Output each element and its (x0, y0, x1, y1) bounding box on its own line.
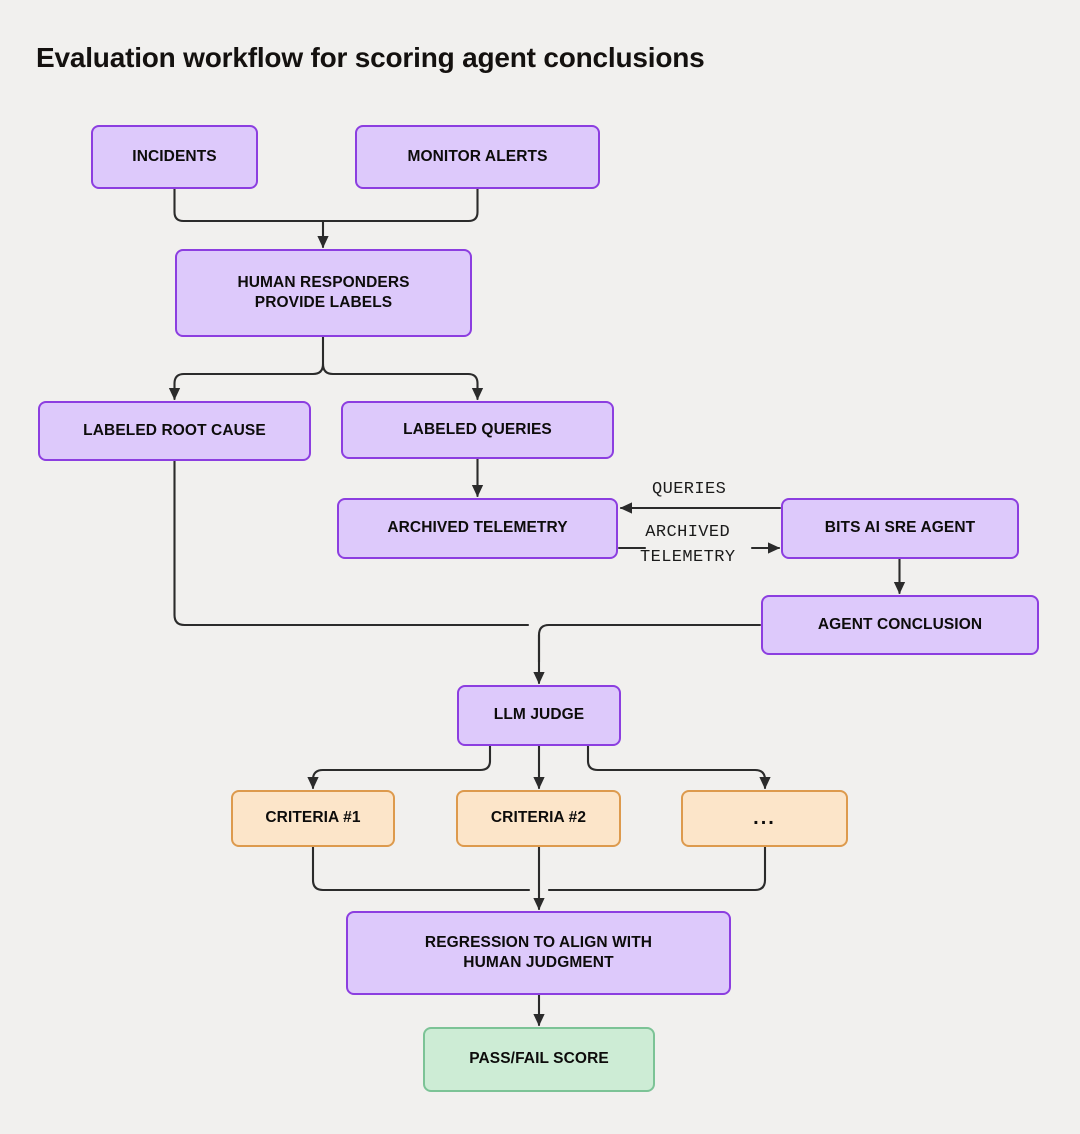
node-criteria-more[interactable]: ... (681, 790, 848, 847)
edge-incidents-to-human-responders (173, 187, 325, 223)
node-label: LLM JUDGE (493, 706, 585, 724)
edge-human-responders-to-labeled-root-cause (168, 362, 325, 401)
edge-agent-conclusion-to-judge (537, 623, 762, 664)
edge-llm-judge-to-criteria-1 (307, 744, 492, 790)
node-label: CRITERIA #2 (490, 809, 587, 827)
node-bits-ai-sre-agent[interactable]: BITS AI SRE AGENT (781, 498, 1019, 559)
node-llm-judge[interactable]: LLM JUDGE (457, 685, 621, 746)
node-archived-telemetry[interactable]: ARCHIVED TELEMETRY (337, 498, 618, 559)
edge-criteria-more-to-regression (547, 845, 767, 892)
edge-monitor-alerts-to-human-responders (321, 187, 479, 223)
node-criteria-1[interactable]: CRITERIA #1 (231, 790, 395, 847)
edge-labeled-root-cause-to-judge (173, 459, 530, 627)
node-label: MONITOR ALERTS (407, 147, 548, 165)
edge-llm-judge-to-criteria-more (586, 744, 771, 790)
node-monitor-alerts[interactable]: MONITOR ALERTS (355, 125, 600, 189)
edge-human-responders-to-labeled-queries (321, 362, 484, 401)
node-label: AGENT CONCLUSION (817, 615, 983, 633)
node-criteria-2[interactable]: CRITERIA #2 (456, 790, 621, 847)
edge-label-queries: QUERIES (652, 480, 727, 499)
node-label: ARCHIVED TELEMETRY (387, 519, 568, 537)
node-incidents[interactable]: INCIDENTS (91, 125, 258, 189)
page-title: Evaluation workflow for scoring agent co… (36, 42, 705, 73)
node-label: PASS/FAIL SCORE (469, 1050, 609, 1068)
node-labeled-queries[interactable]: LABELED QUERIES (341, 401, 614, 459)
node-label: LABELED ROOT CAUSE (83, 421, 266, 439)
node-labeled-root-cause[interactable]: LABELED ROOT CAUSE (38, 401, 311, 461)
node-pass-fail-score[interactable]: PASS/FAIL SCORE (423, 1027, 655, 1092)
node-label: LABELED QUERIES (403, 420, 552, 438)
node-label: BITS AI SRE AGENT (824, 519, 976, 537)
node-label: INCIDENTS (132, 147, 217, 165)
node-agent-conclusion[interactable]: AGENT CONCLUSION (761, 595, 1039, 655)
node-label: CRITERIA #1 (265, 809, 361, 827)
node-label: ... (753, 807, 776, 830)
edge-criteria-1-to-regression (311, 845, 531, 892)
